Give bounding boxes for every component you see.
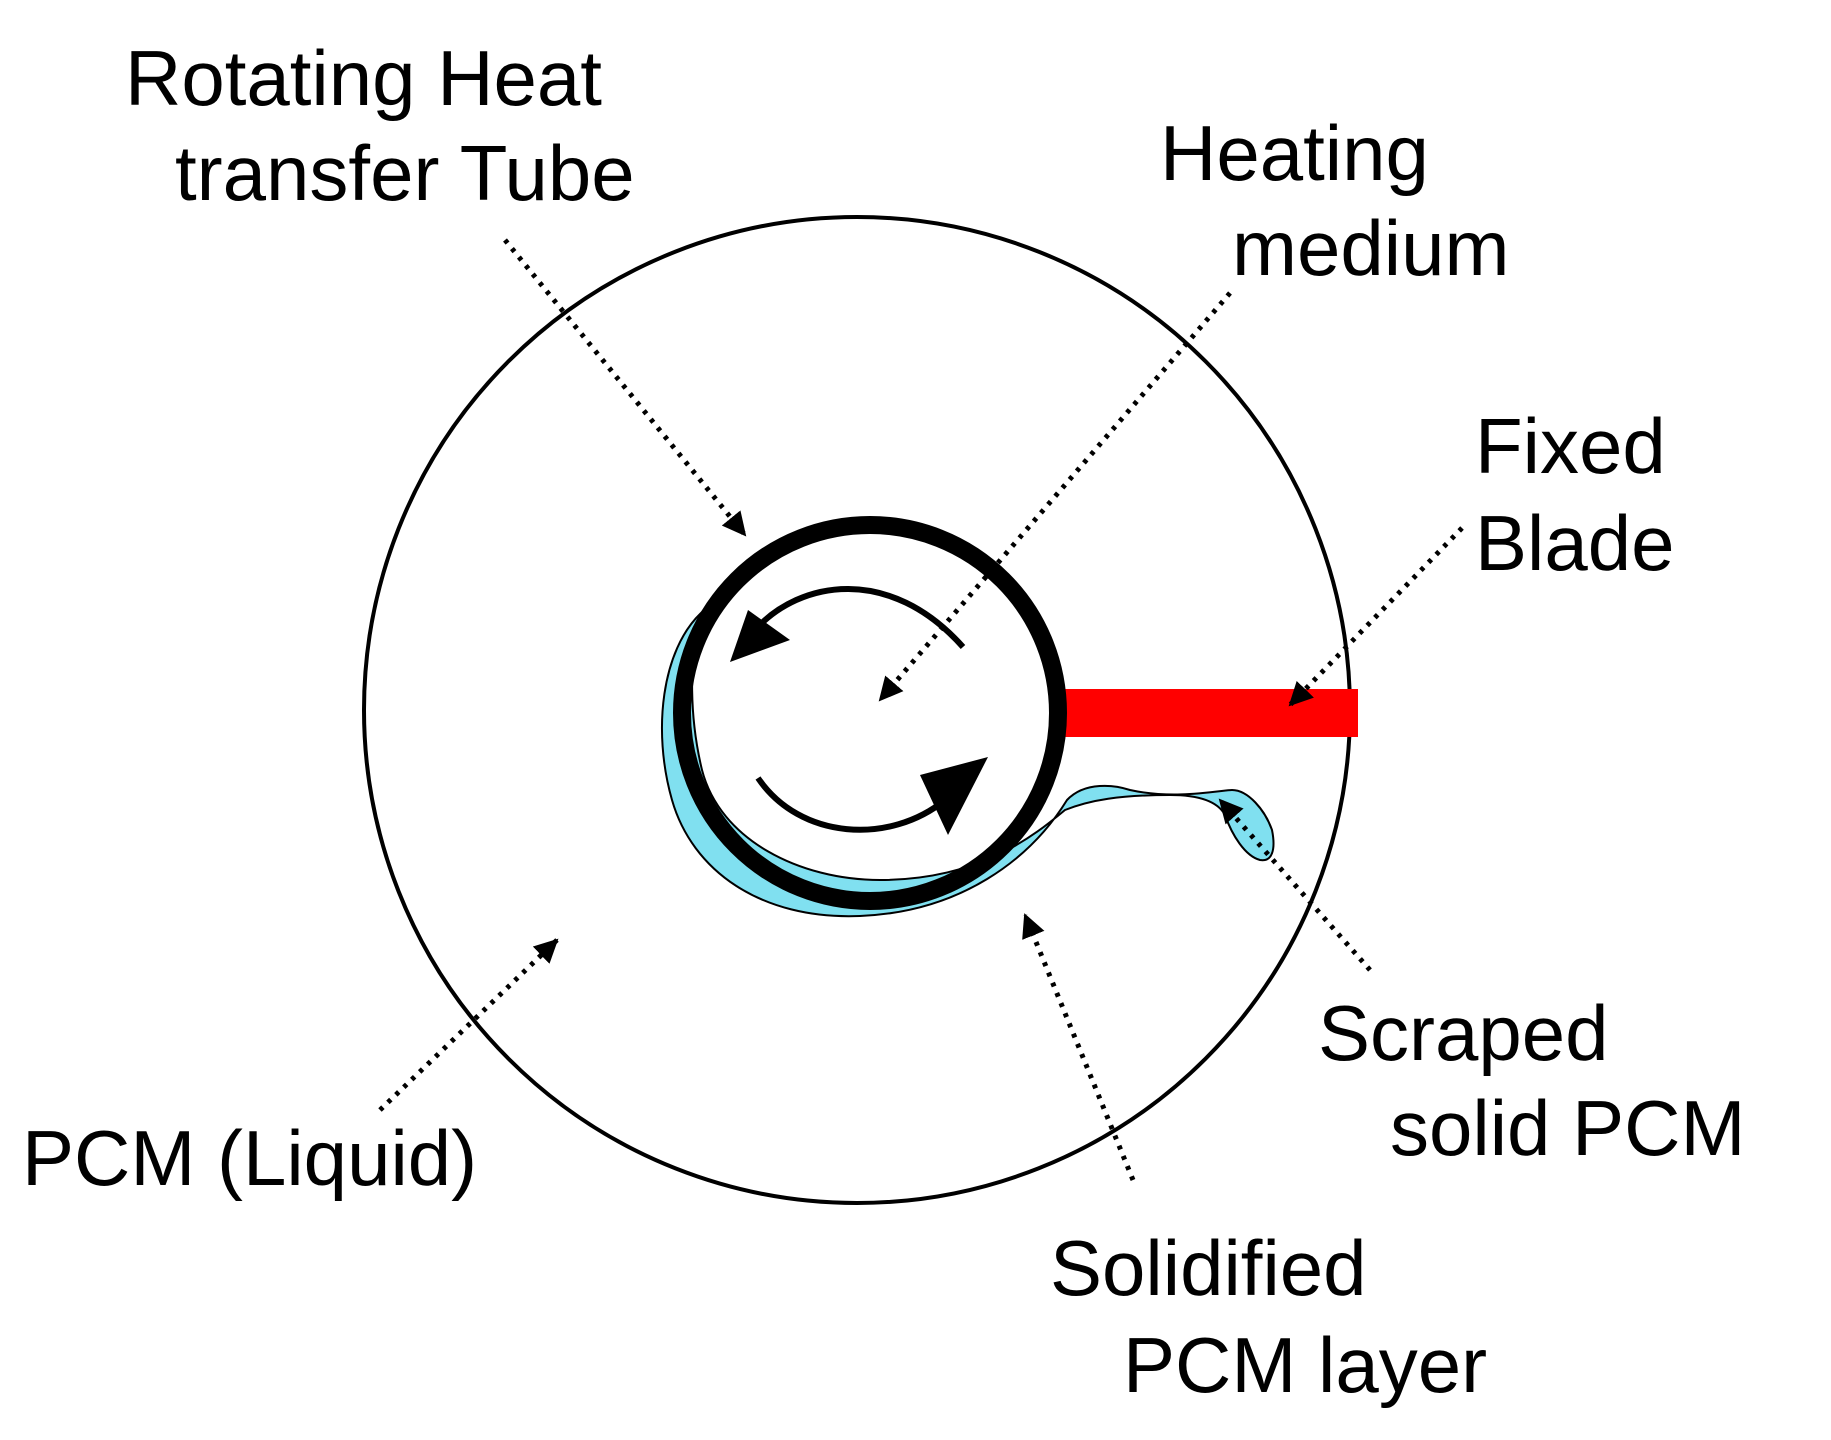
rotation-arrowhead-lower <box>920 757 988 835</box>
leader-rotating-tube <box>503 238 747 537</box>
leader-pcm-liquid <box>378 938 559 1112</box>
label-fixed-blade-line2: Blade <box>1475 499 1675 587</box>
label-solidified-line2: PCM layer <box>1123 1321 1487 1409</box>
rotation-arrowhead-upper <box>730 610 790 662</box>
label-fixed-blade-line1: Fixed <box>1475 402 1666 490</box>
leader-solidified-layer <box>1022 913 1136 1181</box>
solidified-pcm-layer <box>660 609 1275 918</box>
leader-heating-medium <box>878 291 1232 702</box>
rotation-arrow-lower <box>755 776 947 833</box>
rotation-arrow-upper <box>752 586 966 649</box>
leader-scraped-pcm <box>1218 798 1372 972</box>
fixed-blade <box>1055 689 1358 737</box>
label-rotating-tube-line2: transfer Tube <box>175 129 635 217</box>
label-rotating-tube-line1: Rotating Heat <box>125 34 602 122</box>
leader-fixed-blade <box>1288 526 1464 707</box>
label-heating-medium-line2: medium <box>1232 204 1509 292</box>
label-pcm-liquid: PCM (Liquid) <box>22 1114 477 1202</box>
label-scraped-line1: Scraped <box>1318 989 1609 1077</box>
rotating-heat-transfer-tube <box>673 516 1067 910</box>
label-scraped-line2: solid PCM <box>1390 1084 1745 1172</box>
label-solidified-line1: Solidified <box>1050 1224 1367 1312</box>
label-heating-medium-line1: Heating <box>1160 109 1429 197</box>
